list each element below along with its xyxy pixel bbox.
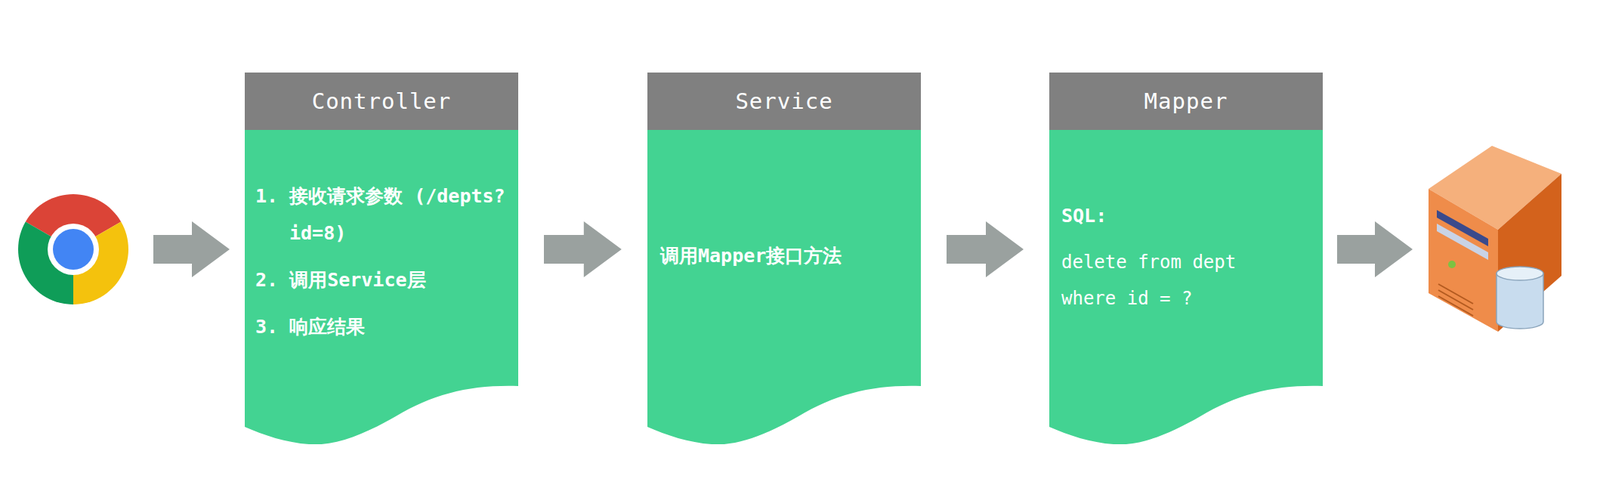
box-content: 1. 接收请求参数 (/depts?id=8) 2. 调用Service层 3. 响… [244,129,519,346]
box-header [1049,72,1323,130]
database-body [1496,273,1544,329]
box-content: SQL: delete from dept where id = ? [1049,129,1323,317]
box-text: 3. 响应结果 [255,308,511,346]
process-box: MapperSQL: delete from dept where id = ? [1049,72,1323,445]
browser-icon-ring [47,223,99,275]
box-header [647,72,921,130]
server-vent [1438,296,1474,316]
block-arrow [543,221,622,278]
box-title: Service [735,88,833,115]
box-body [1049,129,1323,445]
box-text: 2. 调用Service层 [255,261,511,299]
server-icon [1428,145,1562,332]
box-header-band: Controller [244,72,519,130]
box-body [647,129,921,445]
box-text: SQL: [1061,197,1316,235]
box-title: Controller [311,88,452,115]
block-arrow [1337,221,1413,278]
box-header [244,72,519,130]
box-header-band: Service [647,72,921,130]
box-header-band: Mapper [1049,72,1323,130]
box-title: Mapper [1144,88,1229,115]
block-arrow [153,221,230,278]
browser-icon-center [52,228,94,270]
server-bay [1436,223,1489,260]
box-shape [244,72,519,445]
box-text: 1. 接收请求参数 (/depts?id=8) [255,177,511,252]
server-front [1428,188,1499,332]
process-box: Service 调用Mapper接口方法 [647,72,921,445]
process-box: Controller 1. 接收请求参数 (/depts?id=8) 2. 调用Se… [244,72,519,445]
box-text: delete from dept where id = ? [1061,244,1266,317]
box-body [244,129,519,445]
box-text: 调用Mapper接口方法 [660,237,914,275]
database-top [1496,266,1544,281]
browser-icon [18,194,129,305]
box-content: 调用Mapper接口方法 [647,129,921,275]
block-arrow [946,221,1024,278]
server-led [1448,260,1456,269]
